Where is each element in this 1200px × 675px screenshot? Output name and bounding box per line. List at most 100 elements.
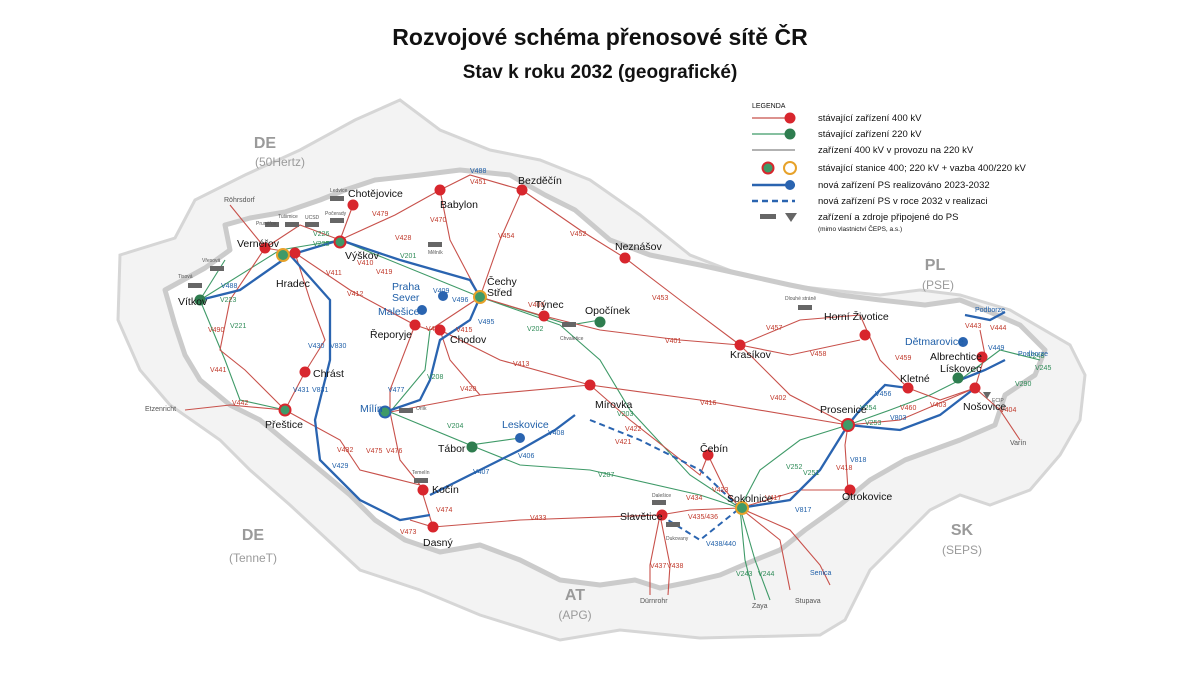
station-label-bezdecin: Bezděčín — [518, 175, 562, 187]
line-label: V204 — [447, 423, 463, 430]
station-400-220-marker — [735, 501, 749, 515]
equipment-marker — [798, 305, 812, 310]
equipment-marker — [652, 500, 666, 505]
station-400-220-marker — [378, 405, 392, 419]
line-400 — [739, 314, 861, 346]
line-label: V473 — [400, 529, 416, 536]
neighbor-at: AT (APG) — [558, 587, 591, 622]
station-label-vyskov: Výškov — [345, 250, 380, 262]
line-label: V407 — [473, 469, 489, 476]
neighbor-code: DE — [242, 527, 265, 544]
station-label-cechy-stred-2: Střed — [487, 287, 512, 299]
line-label: V404 — [1000, 407, 1016, 414]
station-400kv-marker — [289, 247, 301, 259]
line-label: V429 — [332, 463, 348, 470]
station-220kv-marker — [952, 372, 964, 384]
line-400 — [439, 329, 481, 396]
line-label: V431 — [293, 387, 309, 394]
station-220kv-marker — [194, 294, 206, 306]
line-label: V479 — [372, 211, 388, 218]
station-labels: Chotějovice Babylon Bezděčín Neznášov Ve… — [178, 175, 1006, 549]
station-400kv-marker — [299, 366, 311, 378]
line-label: V433 — [530, 515, 546, 522]
line-400 — [974, 387, 1021, 441]
line-label: V430 — [308, 343, 324, 350]
legend-swatch-marker — [784, 112, 796, 124]
line-label: V420 — [460, 386, 476, 393]
equipment-marker — [210, 266, 224, 271]
station-label-vitkov: Vítkov — [178, 296, 208, 308]
line-label: V457 — [766, 325, 782, 332]
line-400 — [707, 454, 741, 509]
place-label-temelin: Temelín — [412, 470, 430, 476]
legend-swatch — [760, 214, 776, 219]
line-label: V477 — [388, 387, 404, 394]
equipment-marker — [414, 478, 428, 483]
station-400kv-marker — [259, 242, 271, 254]
place-label-zaya: Zaya — [752, 603, 768, 610]
line-400 — [294, 252, 416, 326]
line-label: V490 — [208, 327, 224, 334]
legend-item-new: nová zařízení PS realizováno 2023-2032 — [752, 180, 990, 191]
station-label-nosovice: Nošovice — [963, 401, 1006, 413]
line-label: V403 — [930, 402, 946, 409]
station-label-horni-zivotice: Horní Životice — [824, 310, 889, 323]
line-label: V410 — [357, 260, 373, 267]
lines-new — [199, 238, 1006, 522]
legend-item-new-in-progress: nová zařízení PS v roce 2032 v realizaci — [752, 196, 988, 207]
place-label-dalesice: Dalešice — [652, 493, 671, 499]
station-400kv-marker — [859, 329, 871, 341]
legend-item-connected: zařízení a zdroje připojené do PS (mimo … — [760, 212, 958, 233]
place-label-melnik: Mělník — [428, 250, 443, 256]
legend-swatch-marker — [761, 161, 775, 175]
line-400 — [389, 324, 416, 412]
station-400kv-marker — [538, 310, 550, 322]
neighbor-code: AT — [565, 587, 585, 604]
map-subtitle: Stav k roku 2032 (geografické) — [462, 62, 738, 83]
line-label: V818 — [850, 457, 866, 464]
station-label-milin: Mílín — [360, 403, 383, 415]
legend-swatch-marker — [785, 213, 797, 222]
line-400 — [389, 411, 421, 486]
line-label: V438/440 — [706, 541, 736, 548]
external-equipment — [188, 196, 991, 527]
line-label: V459 — [895, 355, 911, 362]
line-400 — [439, 189, 481, 298]
line-400 — [739, 344, 849, 426]
place-label-podborze-2: Podborze — [1018, 351, 1048, 358]
station-label-malesice: Malešice — [378, 306, 420, 318]
line-label: V202 — [527, 326, 543, 333]
place-label-vresova: Vřesová — [202, 258, 221, 264]
station-400kv-marker — [434, 324, 446, 336]
station-label-tabor: Tábor — [438, 443, 466, 455]
legend-item-station-coupling: stávající stanice 400; 220 kV + vazba 40… — [761, 161, 1026, 175]
line-label: V253 — [865, 420, 881, 427]
neighbor-sk: SK (SEPS) — [942, 522, 982, 557]
legend-item-220kv: stávající zařízení 220 kV — [752, 128, 922, 140]
place-label-etzenricht: Etzenricht — [145, 406, 176, 413]
station-label-vernerov: Vernéřov — [237, 238, 280, 250]
place-label-tisova: Tisová — [178, 274, 193, 280]
neighbor-code: PL — [925, 257, 946, 274]
legend-item-400-on-220: zařízení 400 kV v provozu na 220 kV — [752, 145, 974, 156]
line-new — [739, 424, 849, 510]
line-400 — [479, 296, 541, 316]
line-label: V244 — [758, 571, 774, 578]
line-label: V423 — [712, 487, 728, 494]
station-label-prestice: Přeštice — [265, 419, 303, 431]
station-label-praha-sever-2: Sever — [392, 292, 420, 304]
place-label-rohrsdorf: Röhrsdorf — [224, 197, 255, 204]
line-label: V400 — [528, 302, 544, 309]
station-400kv-marker — [702, 449, 714, 461]
station-400-220-marker — [276, 248, 290, 262]
line-label: V817 — [795, 507, 811, 514]
line-label: V496 — [452, 297, 468, 304]
place-label-senica: Senica — [810, 570, 832, 577]
station-400kv-marker — [656, 509, 668, 521]
line-label: V414 — [426, 326, 442, 333]
place-label-ucsd: UCSD — [305, 215, 320, 221]
line-label: V408 — [548, 430, 564, 437]
station-label-opocinek: Opočínek — [585, 305, 631, 317]
line-label: V413 — [513, 361, 529, 368]
station-label-mirovka: Mírovka — [595, 399, 633, 411]
